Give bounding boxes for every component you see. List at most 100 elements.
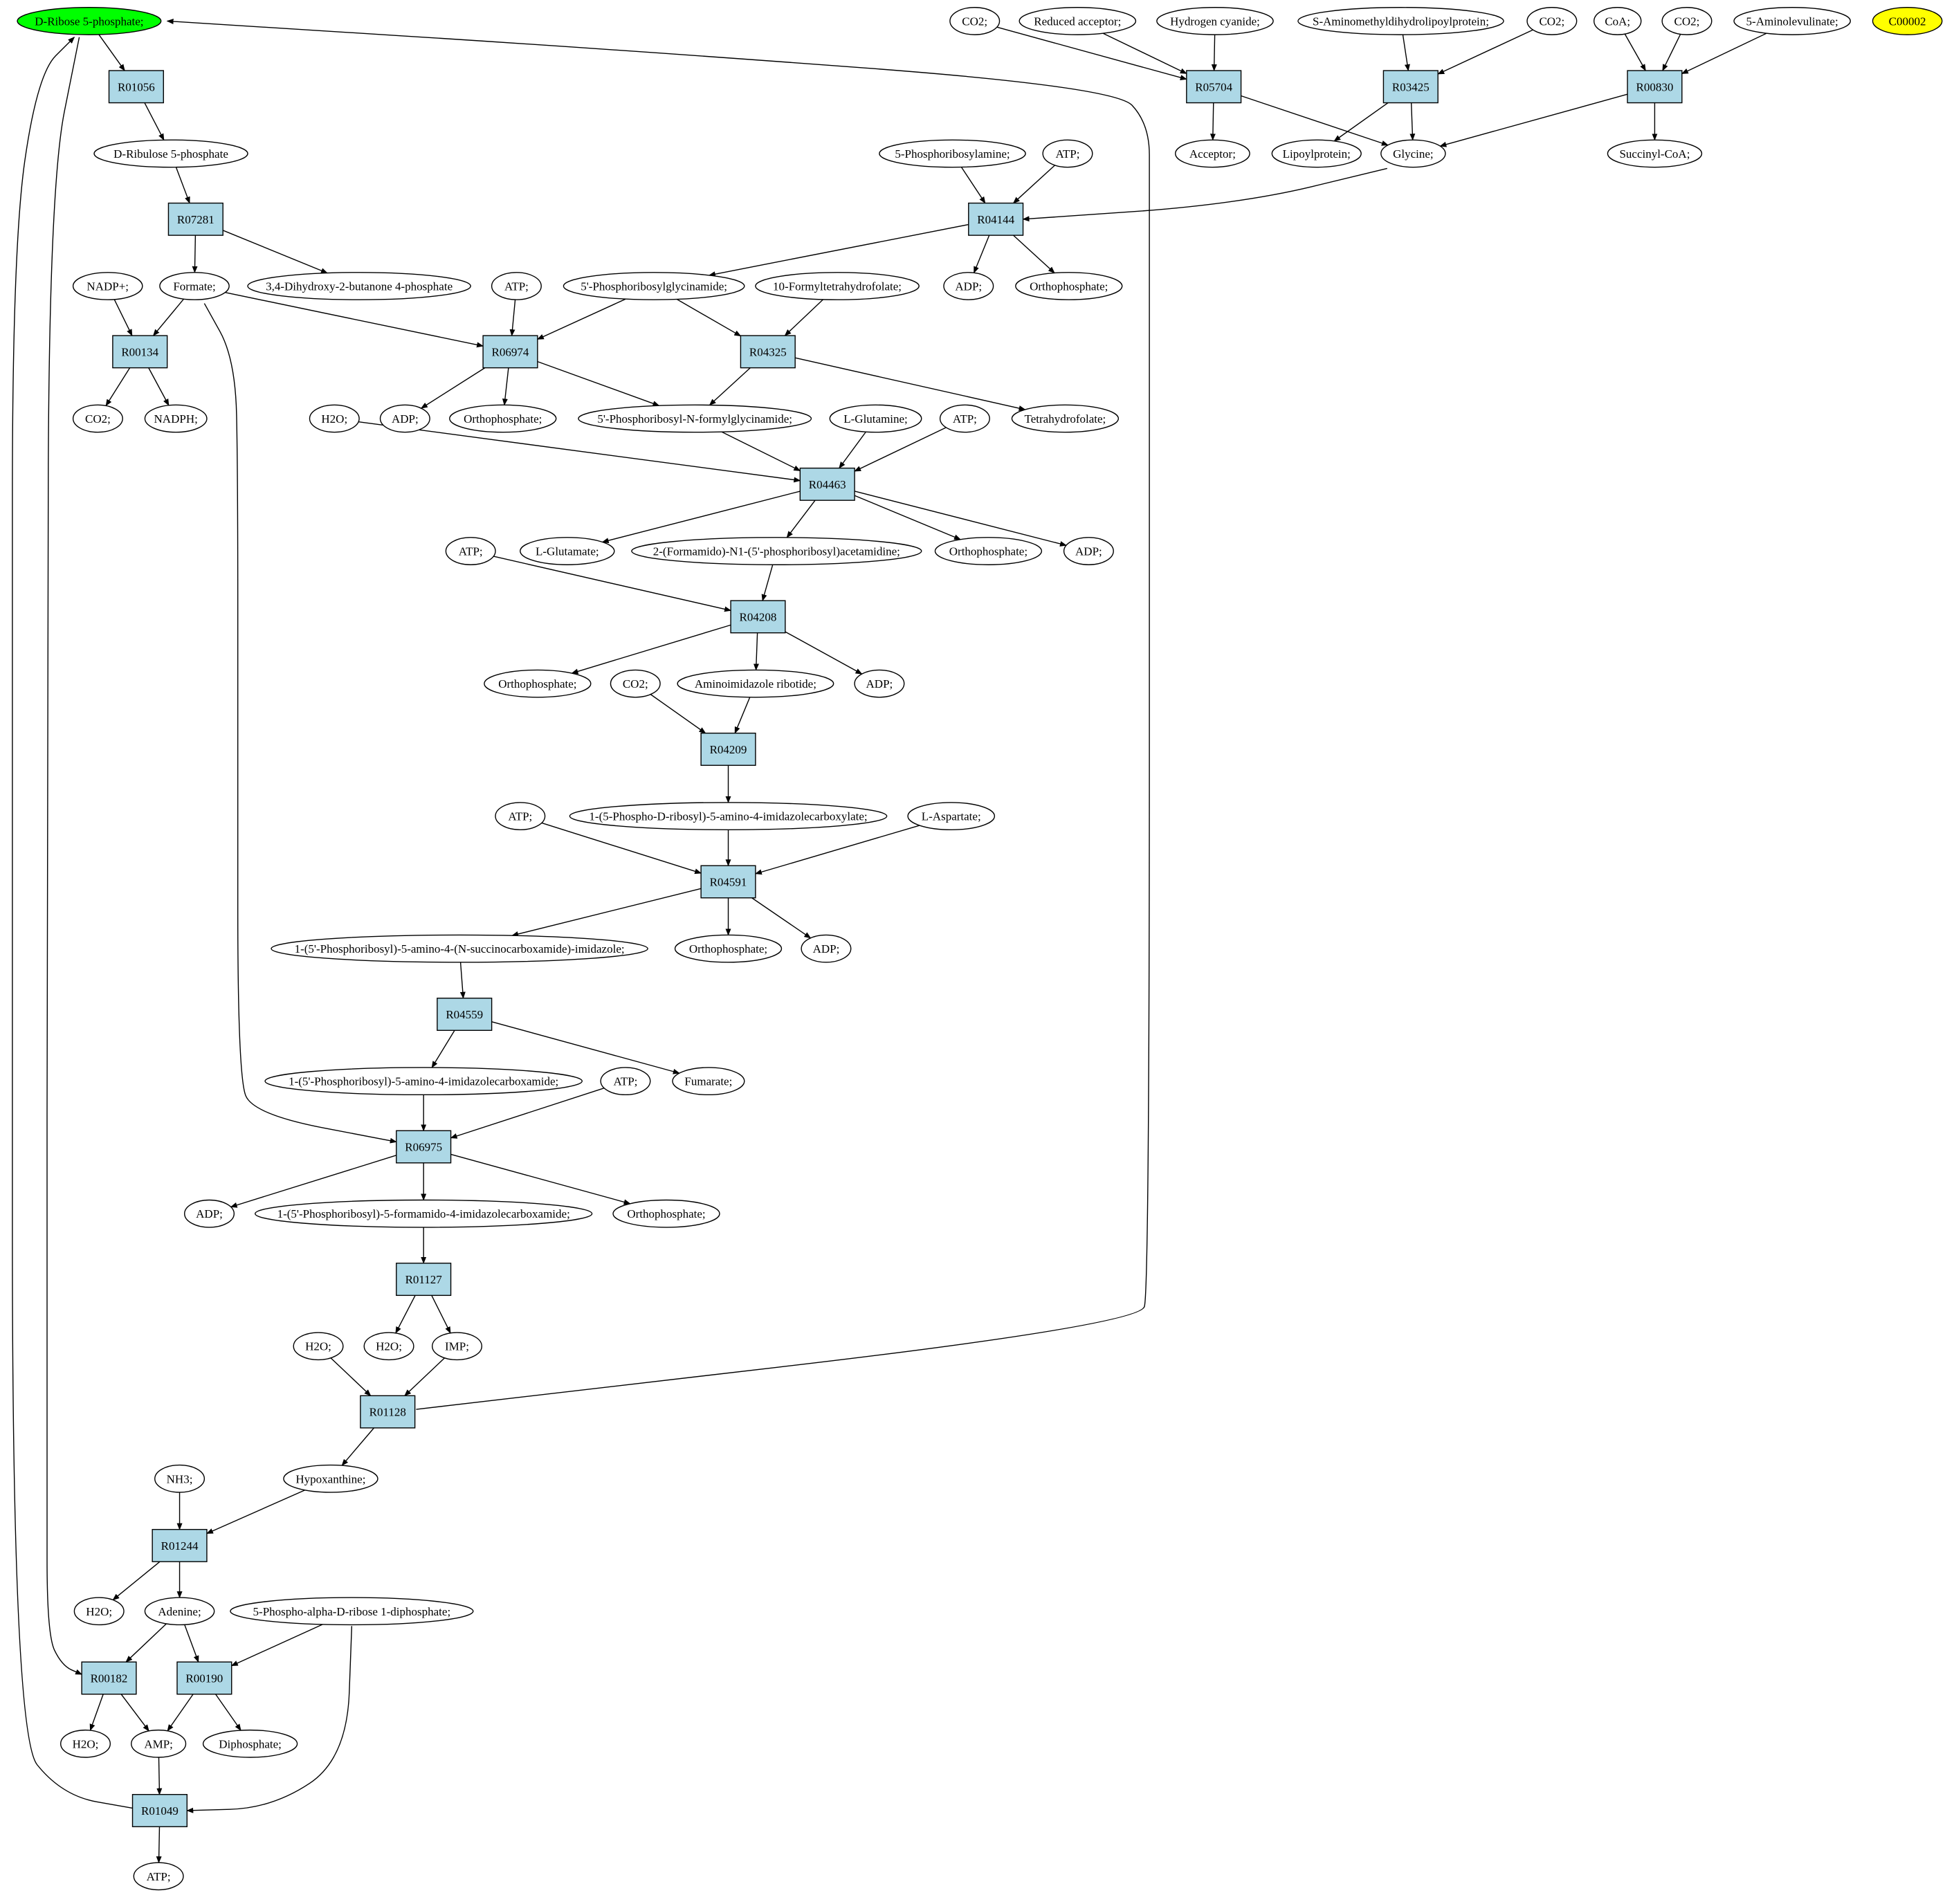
reaction-node-r_R04559[interactable]: R04559: [437, 998, 493, 1031]
compound-node-n_lipoylprotein[interactable]: Lipoylprotein;: [1271, 139, 1362, 168]
reaction-node-r_R05704[interactable]: R05704: [1186, 70, 1242, 104]
compound-node-n_co2_d[interactable]: CO2;: [72, 404, 123, 433]
reaction-node-r_R00830[interactable]: R00830: [1627, 70, 1683, 104]
compound-node-n_nadp[interactable]: NADP+;: [72, 272, 143, 300]
reaction-node-r_R01244[interactable]: R01244: [152, 1528, 208, 1562]
compound-node-n_formate[interactable]: Formate;: [159, 272, 230, 300]
compound-node-n_h2o_c[interactable]: H2O;: [363, 1332, 414, 1361]
compound-node-n_orthophosphate_f[interactable]: Orthophosphate;: [612, 1199, 720, 1228]
reaction-node-r_R04209[interactable]: R04209: [700, 732, 756, 766]
compound-node-n_aicar[interactable]: 1-(5'-Phosphoribosyl)-5-amino-4-imidazol…: [264, 1067, 583, 1096]
compound-node-n_imp[interactable]: IMP;: [432, 1332, 483, 1361]
compound-node-n_fumarate[interactable]: Fumarate;: [672, 1067, 745, 1096]
compound-node-n_10_formylthf[interactable]: 10-Formyltetrahydrofolate;: [755, 272, 920, 300]
compound-node-n_nh3[interactable]: NH3;: [154, 1464, 206, 1493]
compound-node-n_saicar[interactable]: 1-(5'-Phosphoribosyl)-5-amino-4-(N-succi…: [271, 934, 648, 963]
compound-node-n_adp_a[interactable]: ADP;: [943, 272, 994, 300]
compound-node-n_adp_d[interactable]: ADP;: [854, 669, 905, 698]
reaction-node-r_R03425[interactable]: R03425: [1382, 70, 1439, 104]
node-label: 5-Aminolevulinate;: [1746, 15, 1838, 28]
compound-node-n_cair[interactable]: 1-(5-Phospho-D-ribosyl)-5-amino-4-imidaz…: [569, 802, 888, 831]
compound-node-n_5_phosphoribosylamine[interactable]: 5-Phosphoribosylamine;: [879, 139, 1026, 168]
compound-node-n_h2o_e[interactable]: H2O;: [60, 1729, 111, 1758]
edge-r_R01049-to-n_d_ribose_5p: [12, 36, 133, 1809]
reaction-node-r_R00182[interactable]: R00182: [81, 1661, 137, 1695]
compound-node-n_co2_c[interactable]: CO2;: [1661, 7, 1713, 35]
compound-node-n_l_glutamine[interactable]: L-Glutamine;: [829, 404, 922, 433]
compound-node-n_atp_a[interactable]: ATP;: [1042, 139, 1093, 168]
reaction-node-r_R01049[interactable]: R01049: [131, 1794, 188, 1827]
compound-node-n_5p_formylglycinamide[interactable]: 5'-Phosphoribosyl-N-formylglycinamide;: [578, 404, 812, 433]
reaction-node-r_R00190[interactable]: R00190: [176, 1661, 232, 1695]
compound-node-n_coa[interactable]: CoA;: [1594, 7, 1642, 35]
compound-node-n_atp_d[interactable]: ATP;: [445, 537, 496, 565]
node-label: R01127: [405, 1273, 443, 1286]
compound-node-n_l_aspartate[interactable]: L-Aspartate;: [907, 802, 996, 831]
reaction-node-r_R04463[interactable]: R04463: [799, 467, 855, 501]
compound-node-n_orthophosphate_a[interactable]: Orthophosphate;: [1015, 272, 1123, 300]
compound-node-n_atp_b[interactable]: ATP;: [491, 272, 542, 300]
reaction-node-r_R06975[interactable]: R06975: [396, 1130, 452, 1164]
compound-node-n_orthophosphate_b[interactable]: Orthophosphate;: [449, 404, 557, 433]
reaction-node-r_R04208[interactable]: R04208: [730, 600, 786, 634]
compound-node-n_co2_b[interactable]: CO2;: [1526, 7, 1578, 35]
compound-node-n_co2_e[interactable]: CO2;: [610, 669, 661, 698]
compound-node-n_h2o_d[interactable]: H2O;: [73, 1597, 125, 1626]
compound-node-n_h2o_b[interactable]: H2O;: [293, 1332, 344, 1361]
compound-node-n_adp_b[interactable]: ADP;: [379, 404, 430, 433]
compound-node-n_diphosphate[interactable]: Diphosphate;: [202, 1729, 298, 1758]
reaction-node-r_R01056[interactable]: R01056: [108, 70, 164, 104]
compound-node-n_d_ribose_5p[interactable]: D-Ribose 5-phosphate;: [17, 7, 162, 35]
compound-node-n_air[interactable]: Aminoimidazole ribotide;: [677, 669, 834, 698]
compound-node-n_atp_c[interactable]: ATP;: [939, 404, 990, 433]
compound-ellipse: [131, 1729, 187, 1758]
compound-node-n_succinyl_coa[interactable]: Succinyl-CoA;: [1607, 139, 1703, 168]
compound-node-n_orthophosphate_d[interactable]: Orthophosphate;: [484, 669, 592, 698]
node-label: 10-Formyltetrahydrofolate;: [773, 280, 902, 293]
compound-node-n_d_ribulose_5p[interactable]: D-Ribulose 5-phosphate: [93, 139, 248, 168]
compound-node-n_adp_f[interactable]: ADP;: [184, 1199, 235, 1228]
compound-node-n_thf[interactable]: Tetrahydrofolate;: [1011, 404, 1120, 433]
compound-node-n_h2o_a[interactable]: H2O;: [309, 404, 360, 433]
compound-node-n_s_aminomethyl[interactable]: S-Aminomethyldihydrolipoylprotein;: [1297, 7, 1504, 35]
compound-node-n_l_glutamate[interactable]: L-Glutamate;: [520, 537, 615, 565]
compound-node-n_acceptor[interactable]: Acceptor;: [1175, 139, 1250, 168]
compound-node-n_glycine[interactable]: Glycine;: [1380, 139, 1446, 168]
compound-node-n_5_aminolevulinate[interactable]: 5-Aminolevulinate;: [1733, 7, 1851, 35]
node-label: L-Glutamate;: [536, 545, 599, 558]
reaction-node-r_R00134[interactable]: R00134: [112, 335, 168, 369]
compound-node-n_formamido_acetamidine[interactable]: 2-(Formamido)-N1-(5'-phosphoribosyl)acet…: [631, 537, 922, 565]
reaction-node-r_R01128[interactable]: R01128: [360, 1395, 416, 1429]
compound-node-n_co2_a[interactable]: CO2;: [949, 7, 1001, 35]
edge-n_co2_e-to-r_R04209: [650, 694, 706, 734]
compound-node-n_orthophosphate_c[interactable]: Orthophosphate;: [934, 537, 1043, 565]
reaction-node-r_R04144[interactable]: R04144: [968, 202, 1024, 236]
compound-node-n_amp[interactable]: AMP;: [131, 1729, 187, 1758]
node-label: ATP;: [504, 280, 529, 293]
compound-node-n_adenine[interactable]: Adenine;: [144, 1597, 215, 1626]
compound-node-n_adp_c[interactable]: ADP;: [1063, 537, 1114, 565]
compound-node-n_hydrogen_cyanide[interactable]: Hydrogen cyanide;: [1156, 7, 1274, 35]
compound-node-n_reduced_acceptor[interactable]: Reduced acceptor;: [1019, 7, 1137, 35]
compound-node-n_faicar[interactable]: 1-(5'-Phosphoribosyl)-5-formamido-4-imid…: [255, 1199, 593, 1228]
reaction-node-r_R06974[interactable]: R06974: [482, 335, 538, 369]
compound-node-n_5p_ribosylglycinamide[interactable]: 5'-Phosphoribosylglycinamide;: [563, 272, 745, 300]
compound-node-n_nadph[interactable]: NADPH;: [144, 404, 208, 433]
compound-node-n_prpp[interactable]: 5-Phospho-alpha-D-ribose 1-diphosphate;: [230, 1597, 474, 1626]
compound-node-n_atp_f[interactable]: ATP;: [600, 1067, 651, 1096]
compound-node-n_c00002[interactable]: C00002: [1872, 7, 1943, 35]
compound-node-n_adp_e[interactable]: ADP;: [801, 934, 852, 963]
compound-node-n_dihydroxy_butanone[interactable]: 3,4-Dihydroxy-2-butanone 4-phosphate: [247, 272, 471, 300]
reaction-node-r_R07281[interactable]: R07281: [167, 202, 223, 236]
compound-node-n_hypoxanthine[interactable]: Hypoxanthine;: [283, 1464, 378, 1493]
reaction-node-r_R01127[interactable]: R01127: [396, 1263, 452, 1297]
node-label: ADP;: [392, 412, 419, 425]
reaction-node-r_R04591[interactable]: R04591: [700, 865, 756, 899]
compound-node-n_orthophosphate_e[interactable]: Orthophosphate;: [674, 934, 783, 963]
compound-node-n_atp_e[interactable]: ATP;: [495, 802, 546, 831]
compound-node-n_atp_g[interactable]: ATP;: [133, 1862, 184, 1891]
reaction-node-r_R04325[interactable]: R04325: [740, 335, 796, 369]
node-label: CO2;: [962, 15, 987, 28]
edge-n_formamido_acetamidine-to-r_R04208: [761, 565, 774, 602]
compound-ellipse: [1380, 139, 1446, 168]
